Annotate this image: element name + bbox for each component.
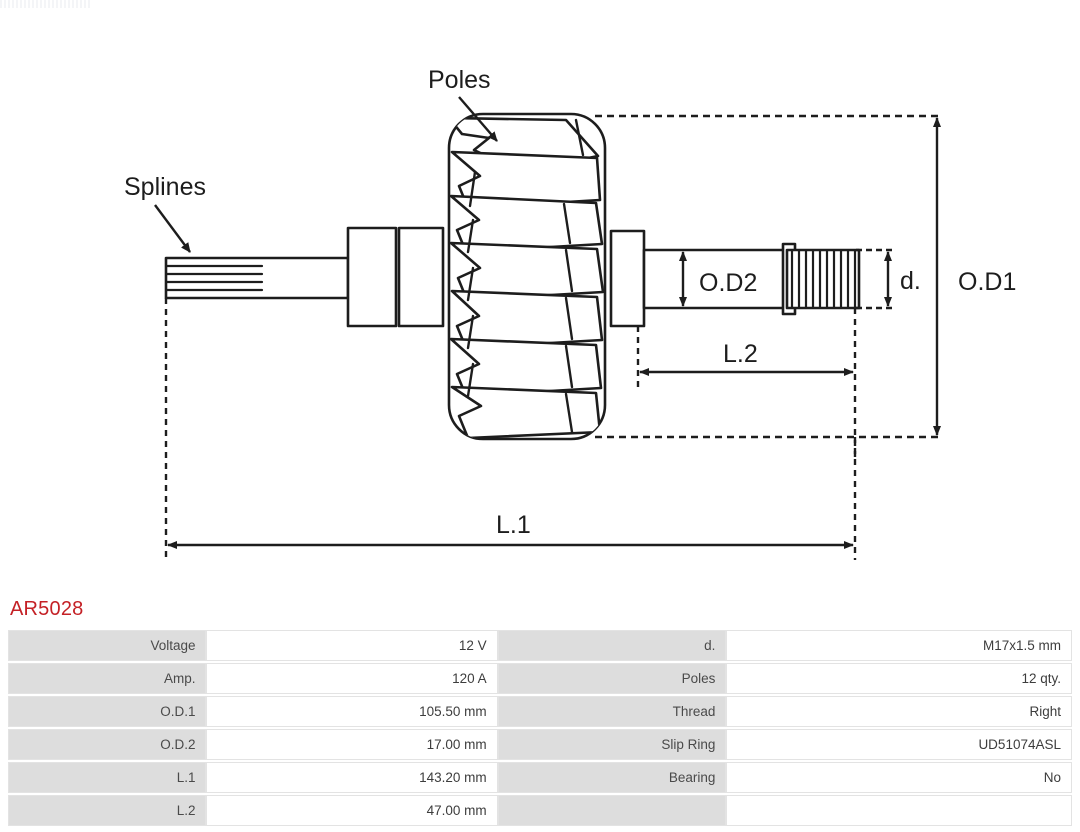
dim-label-d: d. [900,267,921,295]
spec-label-right [497,795,727,826]
claw-pole-fingers [449,116,605,439]
spec-value-right: M17x1.5 mm [726,630,1072,661]
callout-label-splines: Splines [124,173,206,201]
callout-label-poles: Poles [428,66,491,94]
spec-label-left: L.1 [8,762,207,793]
dim-label-l1: L.1 [496,511,531,539]
callout-arrow-poles [458,96,498,142]
thread-hatch-lines [790,250,857,308]
spec-value-right: No [726,762,1072,793]
alternator-rotor-drawing: Poles Splines O.D1 O.D2 d. L.1 L.2 [124,66,1016,560]
spec-label-left: Voltage [8,630,207,661]
spec-value-left: 120 A [206,663,498,694]
part-number-title: AR5028 [10,598,84,620]
spec-label-right: Poles [497,663,727,694]
callout-leaders [154,96,498,253]
spec-label-right: Thread [497,696,727,727]
rotor-body [164,112,861,441]
spec-value-right [726,795,1072,826]
dimension-lines [164,114,941,560]
rotor-diagram-area: Poles Splines O.D1 O.D2 d. L.1 L.2 [124,66,1016,560]
spline-teeth-lines [166,264,264,292]
spec-label-left: Amp. [8,663,207,694]
bearing-collar-1 [346,226,398,328]
spec-value-left: 105.50 mm [206,696,498,727]
spec-value-right: Right [726,696,1072,727]
spec-value-right: UD51074ASL [726,729,1072,760]
spec-value-left: 17.00 mm [206,729,498,760]
dim-label-l2: L.2 [723,340,758,368]
spec-label-right: d. [497,630,727,661]
spec-label-right: Slip Ring [497,729,727,760]
spec-label-left: L.2 [8,795,207,826]
spline-shaft-outline [164,256,350,300]
spec-value-left: 12 V [206,630,498,661]
spec-value-left: 143.20 mm [206,762,498,793]
bearing-collar-2 [397,226,445,328]
spec-value-right: 12 qty. [726,663,1072,694]
callout-arrow-splines [154,204,191,253]
spec-value-left: 47.00 mm [206,795,498,826]
dim-label-od2: O.D2 [699,269,757,297]
slip-ring-collar [609,229,646,328]
spec-label-right: Bearing [497,762,727,793]
dim-label-od1: O.D1 [958,268,1016,296]
spec-label-left: O.D.1 [8,696,207,727]
spec-label-left: O.D.2 [8,729,207,760]
